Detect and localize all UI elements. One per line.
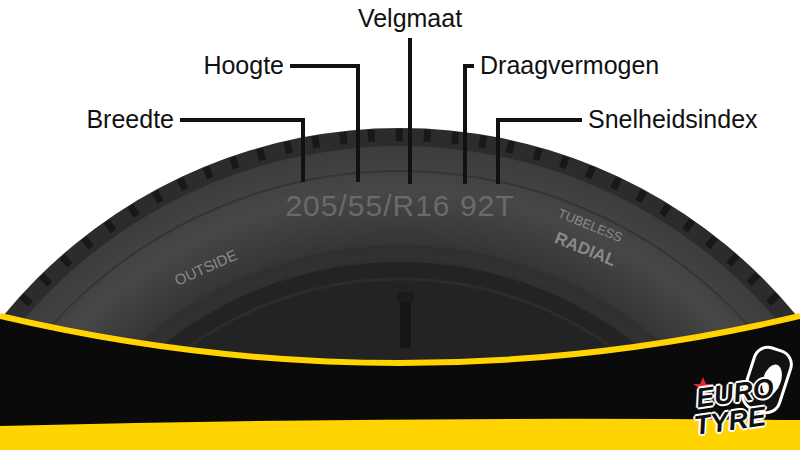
- sidewall-marking: OUTSIDE: [172, 247, 240, 289]
- part-label: Breedte: [86, 106, 174, 134]
- valve-stem: [400, 296, 411, 348]
- sidewall: [0, 146, 800, 450]
- leader-line: [180, 120, 303, 182]
- yellow-edge: [0, 316, 800, 363]
- part-label: Snelheidsindex: [588, 106, 758, 134]
- sidewall-ring: [0, 171, 800, 450]
- valve-cap: [397, 292, 414, 302]
- tread: [0, 128, 800, 450]
- part-label: Hoogte: [203, 52, 284, 80]
- leader-line: [290, 66, 358, 182]
- yellow-band: [0, 419, 800, 450]
- tyre-size-code: 205/55/R16 92T: [285, 189, 514, 222]
- leader-line: [465, 66, 474, 184]
- tread-notches: [0, 135, 800, 450]
- part-label: Draagvermogen: [480, 52, 659, 80]
- leader-line: [408, 38, 412, 184]
- leader-line: [498, 120, 582, 184]
- part-label: Velgmaat: [358, 5, 462, 33]
